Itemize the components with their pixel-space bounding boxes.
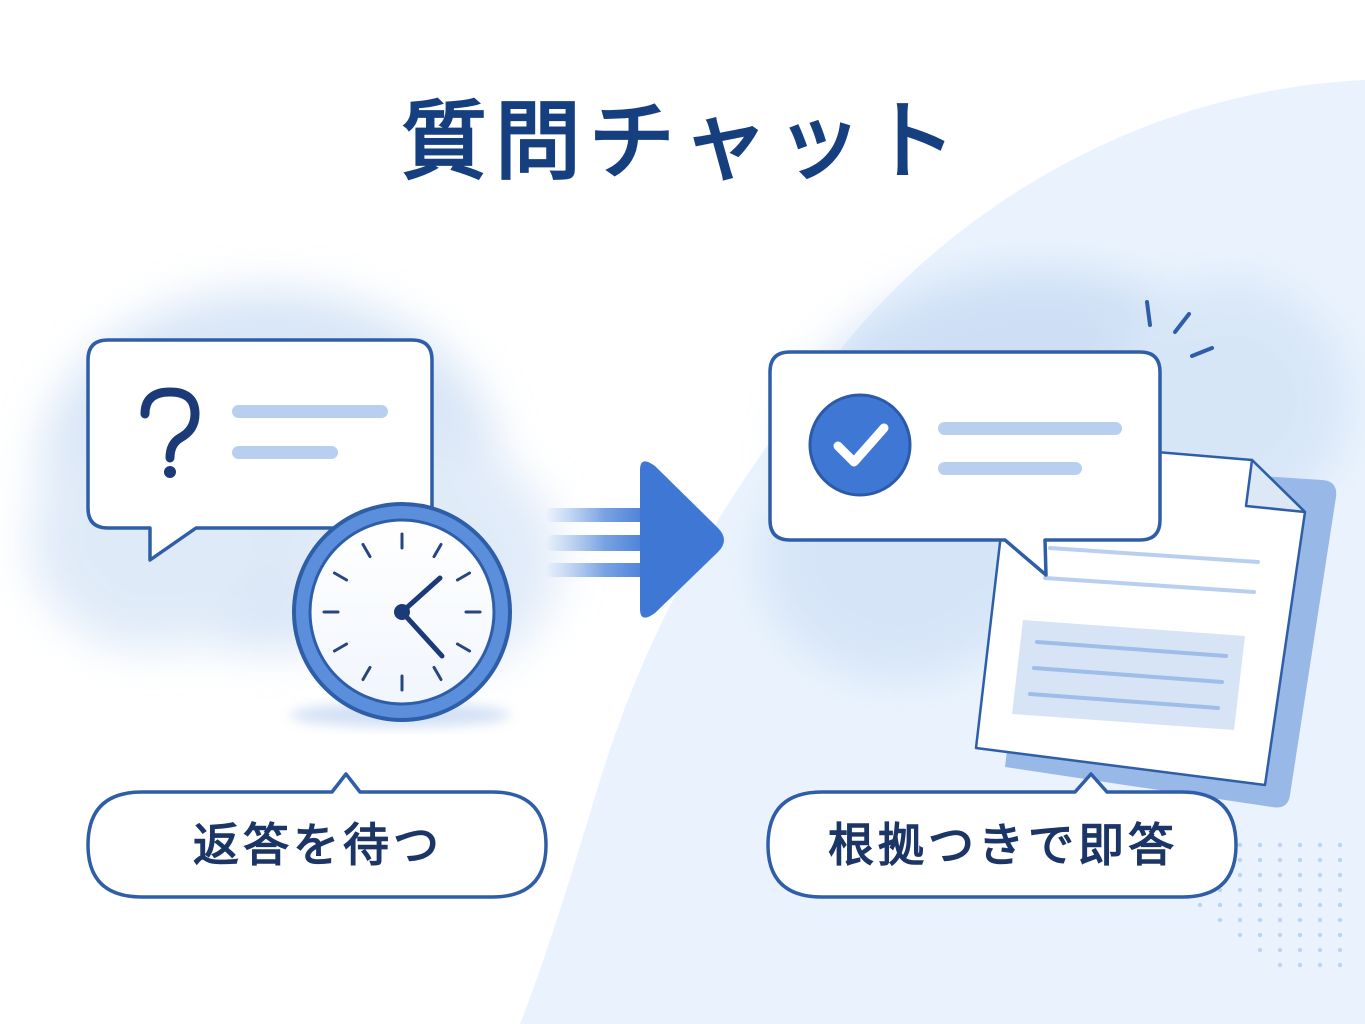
question-text-line (232, 405, 388, 418)
dot (1277, 902, 1283, 908)
dot (1257, 842, 1263, 848)
dot (1237, 857, 1243, 863)
dot (1337, 902, 1343, 908)
dot (1257, 902, 1263, 908)
dot (1297, 947, 1303, 953)
dot (1297, 962, 1303, 968)
clock-tick (361, 665, 372, 682)
dot (1277, 917, 1283, 923)
wait-label-pill (86, 772, 548, 899)
dot (1297, 857, 1303, 863)
dot (1257, 947, 1263, 953)
answer-label-pill (766, 772, 1238, 899)
instant-answer-label: 根拠つきで即答 (828, 818, 1178, 872)
sparkle-icon (1145, 300, 1214, 358)
dot (1217, 917, 1223, 923)
dot (1337, 962, 1343, 968)
dot (1257, 932, 1263, 938)
clock-tick (332, 571, 349, 582)
dot (1317, 902, 1323, 908)
dot (1317, 887, 1323, 893)
dot (1297, 872, 1303, 878)
page-title: 質問チャット (400, 92, 965, 192)
dot (1217, 902, 1223, 908)
dot (1337, 887, 1343, 893)
clock-tick (332, 642, 349, 653)
dot (1297, 887, 1303, 893)
clock-tick (455, 571, 472, 582)
dot (1317, 947, 1323, 953)
question-text-line (232, 446, 338, 459)
dot (1297, 902, 1303, 908)
dot (1317, 917, 1323, 923)
answer-text-line (938, 422, 1122, 435)
dot (1257, 917, 1263, 923)
dot (1277, 857, 1283, 863)
dot (1277, 932, 1283, 938)
dot (1337, 857, 1343, 863)
dot (1317, 857, 1323, 863)
wait-label: 返答を待つ (193, 818, 443, 872)
arrow-right-icon (545, 461, 724, 618)
dot (1277, 842, 1283, 848)
clock-tick (432, 665, 443, 682)
dot (1297, 932, 1303, 938)
answer-text-line (938, 462, 1082, 475)
clock-icon (290, 502, 512, 727)
dot (1317, 872, 1323, 878)
dot (1337, 872, 1343, 878)
question-speech-bubble (86, 338, 434, 562)
answer-speech-bubble (768, 350, 1162, 577)
dot (1337, 932, 1343, 938)
dot (1257, 887, 1263, 893)
dot (1297, 917, 1303, 923)
dot-pattern (1177, 842, 1343, 968)
clock-tick (432, 542, 443, 559)
dot (1257, 857, 1263, 863)
dot (1277, 872, 1283, 878)
dot (1257, 872, 1263, 878)
dot (1317, 932, 1323, 938)
dot (1197, 902, 1203, 908)
dot (1317, 842, 1323, 848)
dot (1277, 962, 1283, 968)
checkmark-icon (808, 393, 912, 497)
dot (1237, 887, 1243, 893)
dot (1297, 842, 1303, 848)
dot (1317, 962, 1323, 968)
dot (1237, 842, 1243, 848)
clock-tick (455, 642, 472, 653)
dot (1277, 887, 1283, 893)
dot (1237, 932, 1243, 938)
question-mark-icon (140, 387, 200, 478)
dot (1237, 917, 1243, 923)
dot (1237, 902, 1243, 908)
dot (1337, 917, 1343, 923)
clock-tick (361, 542, 372, 559)
dot (1237, 872, 1243, 878)
dot (1277, 947, 1283, 953)
dot (1337, 842, 1343, 848)
dot (1337, 947, 1343, 953)
